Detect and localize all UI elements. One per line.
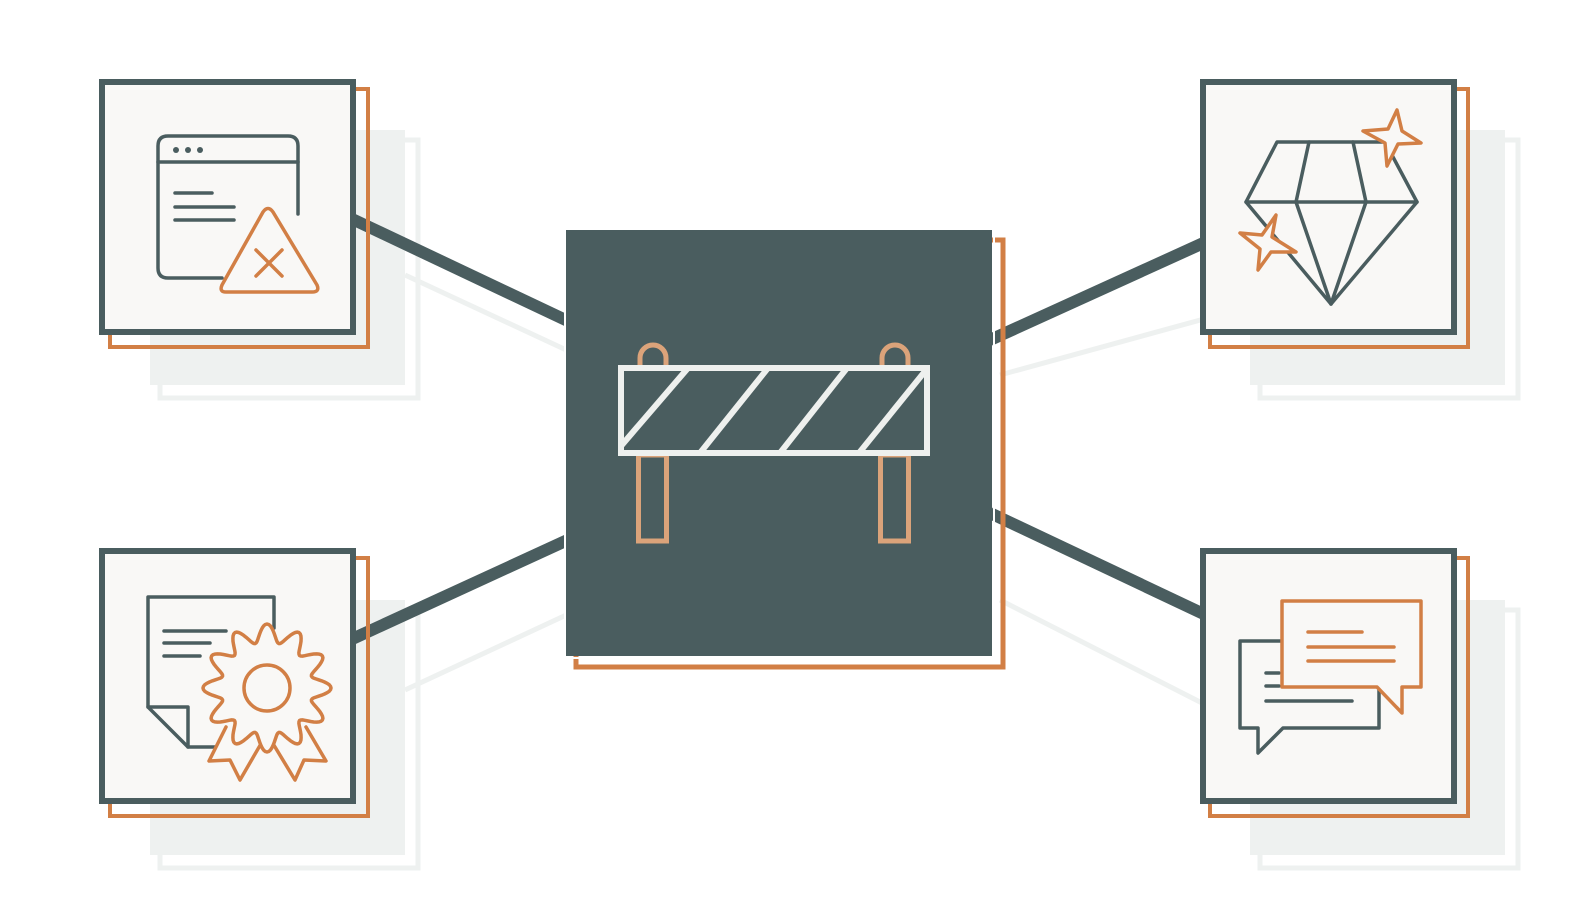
connector-bottom-left xyxy=(347,532,575,646)
connector-top-right xyxy=(987,234,1213,346)
road-barrier-icon xyxy=(618,342,930,544)
card-bottom-right xyxy=(1200,548,1470,818)
connector-bottom-right xyxy=(987,507,1213,623)
hub-white-edge xyxy=(564,228,995,659)
card-top-right xyxy=(1200,79,1470,349)
diamond-sparkle-icon xyxy=(1238,108,1423,306)
hub-card xyxy=(564,228,1006,670)
card-bottom-left xyxy=(99,548,370,818)
card-top-left xyxy=(99,79,370,349)
badge-seal xyxy=(201,622,333,754)
chat-bubbles-icon xyxy=(1238,599,1423,755)
certificate-badge-icon xyxy=(146,595,333,782)
browser-warning-icon xyxy=(156,134,320,294)
connector-top-left xyxy=(347,212,575,329)
connectors xyxy=(347,212,1213,646)
hub-panel xyxy=(565,229,992,656)
